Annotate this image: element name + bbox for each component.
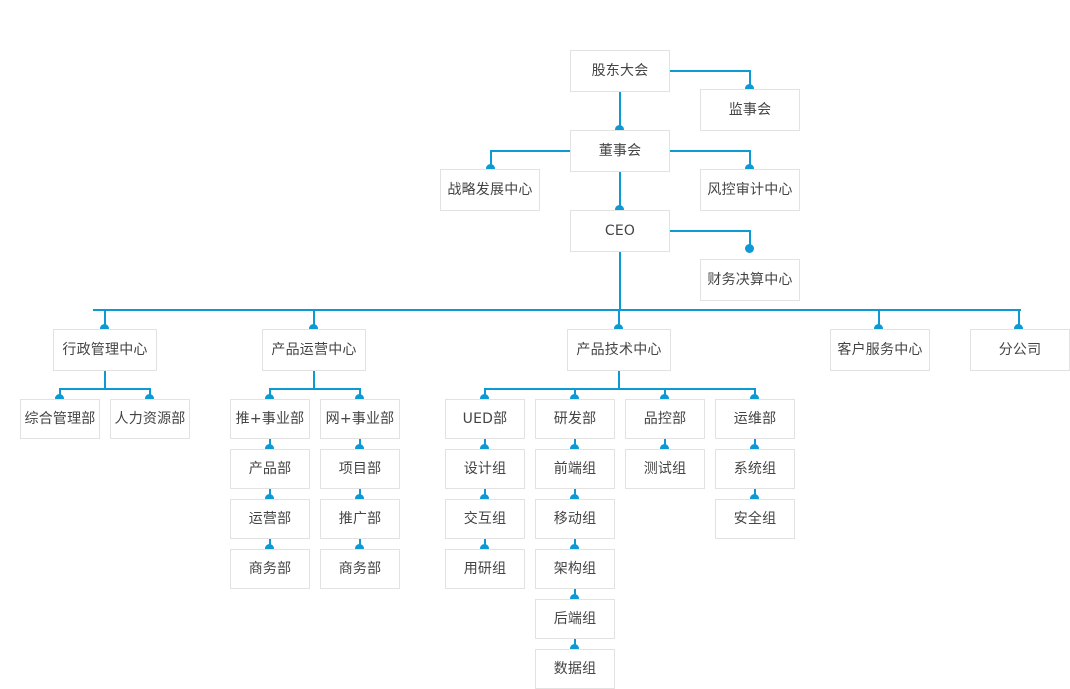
node-finance-settlement-center[interactable]: 财务决算中心 bbox=[700, 259, 800, 301]
node-ued-dept[interactable]: UED部 bbox=[445, 399, 525, 439]
connector-dot-finance-center bbox=[745, 244, 754, 253]
connector-bus-drop-admin bbox=[104, 309, 106, 329]
node-qa-dept[interactable]: 品控部 bbox=[625, 399, 705, 439]
connector-dot-supervisors bbox=[745, 84, 754, 93]
connector-bus-drop-branch bbox=[1018, 309, 1020, 329]
node-business-dept-b[interactable]: 商务部 bbox=[320, 549, 400, 589]
connector-board-to-ceo-v bbox=[619, 172, 621, 210]
connector-dot-branch-company bbox=[1014, 324, 1023, 333]
node-security-group[interactable]: 安全组 bbox=[715, 499, 795, 539]
connector-dot-ceo bbox=[615, 205, 624, 214]
connector-bus-drop-product-technology bbox=[618, 309, 620, 329]
connector-shareholders-to-board-v bbox=[619, 92, 621, 130]
node-backend-group[interactable]: 后端组 bbox=[535, 599, 615, 639]
connector-dot-ued-dept bbox=[480, 394, 489, 403]
connector-product-technology-bus bbox=[484, 388, 755, 390]
connector-dot-board-of-directors bbox=[615, 125, 624, 134]
connector-dot-operation-dept bbox=[265, 494, 274, 503]
node-architecture-group[interactable]: 架构组 bbox=[535, 549, 615, 589]
connector-dot-human-resources-dept bbox=[145, 394, 154, 403]
connector-dot-qa-dept bbox=[660, 394, 669, 403]
node-interaction-group[interactable]: 交互组 bbox=[445, 499, 525, 539]
node-customer-service-center[interactable]: 客户服务中心 bbox=[830, 329, 930, 371]
connector-dot-strategy-center bbox=[486, 164, 495, 173]
node-mobile-group[interactable]: 移动组 bbox=[535, 499, 615, 539]
connector-dot-backend-group bbox=[570, 594, 579, 603]
connector-dot-frontend-group bbox=[570, 444, 579, 453]
node-data-group[interactable]: 数据组 bbox=[535, 649, 615, 689]
node-admin-management-center[interactable]: 行政管理中心 bbox=[53, 329, 157, 371]
connector-dot-ops-dept bbox=[750, 394, 759, 403]
node-test-group[interactable]: 测试组 bbox=[625, 449, 705, 489]
node-product-dept[interactable]: 产品部 bbox=[230, 449, 310, 489]
connector-ceo-to-finance-v bbox=[749, 230, 751, 250]
connector-product-operation-bus bbox=[269, 388, 361, 390]
node-ops-dept[interactable]: 运维部 bbox=[715, 399, 795, 439]
connector-dot-business-dept-a bbox=[265, 544, 274, 553]
node-product-technology-center[interactable]: 产品技术中心 bbox=[567, 329, 671, 371]
connector-dot-product-operation-center bbox=[309, 324, 318, 333]
node-business-dept-a[interactable]: 商务部 bbox=[230, 549, 310, 589]
connector-main-bus bbox=[93, 309, 1021, 311]
connector-dot-rd-dept bbox=[570, 394, 579, 403]
node-project-dept[interactable]: 项目部 bbox=[320, 449, 400, 489]
connector-dot-design-group bbox=[480, 444, 489, 453]
node-user-research-group[interactable]: 用研组 bbox=[445, 549, 525, 589]
connector-dot-admin-center bbox=[100, 324, 109, 333]
connector-product-operation-stem bbox=[313, 371, 315, 389]
node-tui-plus-business-unit[interactable]: 推+事业部 bbox=[230, 399, 310, 439]
node-risk-control-audit-center[interactable]: 风控审计中心 bbox=[700, 169, 800, 211]
connector-dot-architecture-group bbox=[570, 544, 579, 553]
node-product-operation-center[interactable]: 产品运营中心 bbox=[262, 329, 366, 371]
node-system-group[interactable]: 系统组 bbox=[715, 449, 795, 489]
connector-dot-security-group bbox=[750, 494, 759, 503]
connector-dot-business-dept-b bbox=[355, 544, 364, 553]
connector-dot-product-technology-center bbox=[614, 324, 623, 333]
connector-bus-drop-customer-service bbox=[878, 309, 880, 329]
node-board-of-directors[interactable]: 董事会 bbox=[570, 130, 670, 172]
connector-shareholders-to-supervisors-h bbox=[670, 70, 750, 72]
node-frontend-group[interactable]: 前端组 bbox=[535, 449, 615, 489]
connector-dot-test-group bbox=[660, 444, 669, 453]
node-ceo[interactable]: CEO bbox=[570, 210, 670, 252]
connector-dot-product-dept bbox=[265, 444, 274, 453]
connector-dot-customer-service-center bbox=[874, 324, 883, 333]
node-operation-dept[interactable]: 运营部 bbox=[230, 499, 310, 539]
connector-admin-bus bbox=[59, 388, 151, 390]
node-wang-plus-business-unit[interactable]: 网+事业部 bbox=[320, 399, 400, 439]
node-general-management-dept[interactable]: 综合管理部 bbox=[20, 399, 100, 439]
connector-dot-user-research-group bbox=[480, 544, 489, 553]
connector-shareholders-to-supervisors-v bbox=[749, 70, 751, 90]
node-design-group[interactable]: 设计组 bbox=[445, 449, 525, 489]
connector-dot-promotion-dept bbox=[355, 494, 364, 503]
connector-board-to-strategy-v bbox=[490, 150, 492, 170]
node-branch-company[interactable]: 分公司 bbox=[970, 329, 1070, 371]
node-strategy-development-center[interactable]: 战略发展中心 bbox=[440, 169, 540, 211]
connector-product-technology-stem bbox=[618, 371, 620, 389]
connector-dot-project-dept bbox=[355, 444, 364, 453]
node-human-resources-dept[interactable]: 人力资源部 bbox=[110, 399, 190, 439]
connector-bus-drop-product-operation bbox=[313, 309, 315, 329]
node-promotion-dept[interactable]: 推广部 bbox=[320, 499, 400, 539]
node-rd-dept[interactable]: 研发部 bbox=[535, 399, 615, 439]
connector-board-to-strategy-h bbox=[490, 150, 570, 152]
node-board-of-supervisors[interactable]: 监事会 bbox=[700, 89, 800, 131]
connector-dot-general-management-dept bbox=[55, 394, 64, 403]
connector-board-to-risk-h bbox=[670, 150, 750, 152]
connector-dot-mobile-group bbox=[570, 494, 579, 503]
connector-dot-tui-plus-business-unit bbox=[265, 394, 274, 403]
connector-dot-wang-plus-business-unit bbox=[355, 394, 364, 403]
connector-ceo-to-bus-v bbox=[619, 252, 621, 310]
connector-board-to-risk-v bbox=[749, 150, 751, 170]
connector-dot-data-group bbox=[570, 644, 579, 653]
connector-dot-risk-center bbox=[745, 164, 754, 173]
connector-dot-system-group bbox=[750, 444, 759, 453]
connector-ceo-to-finance-h bbox=[670, 230, 750, 232]
connector-admin-stem bbox=[104, 371, 106, 389]
node-shareholders-meeting[interactable]: 股东大会 bbox=[570, 50, 670, 92]
connector-dot-interaction-group bbox=[480, 494, 489, 503]
